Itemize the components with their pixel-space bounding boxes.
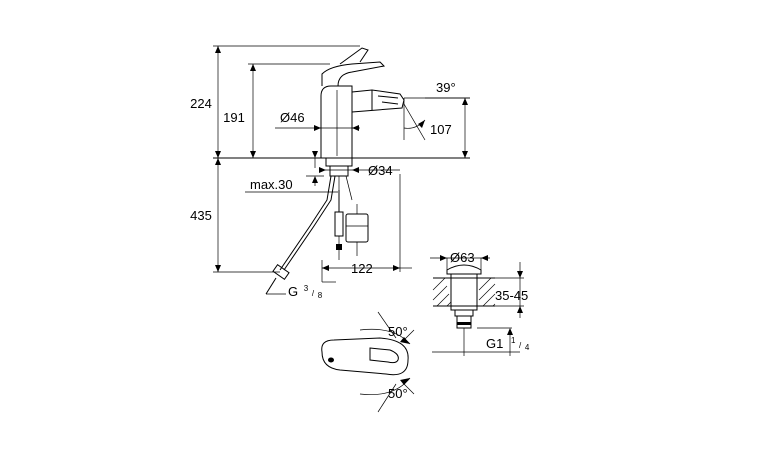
dim-label-g-three-eighths: G 3 / 8: [288, 279, 323, 300]
dimension-lines-left: [213, 45, 412, 295]
dim-label-122: 122: [351, 261, 373, 276]
dim-label-max-30: max.30: [250, 177, 293, 192]
hoses-assembly: [265, 175, 369, 295]
dim-label-angle-50-top: 50°: [388, 324, 408, 339]
faucet-side-view: [213, 47, 470, 190]
dimension-lines-right: [403, 97, 470, 158]
dim-label-diameter-34: Ø34: [368, 163, 393, 178]
dim-label-diameter-63: Ø63: [450, 250, 475, 265]
dim-label-107: 107: [430, 122, 452, 137]
counter-hatching: [432, 277, 496, 307]
dim-label-diameter-46: Ø46: [280, 110, 305, 125]
dim-label-435: 435: [190, 208, 212, 223]
dim-label-angle-39: 39°: [436, 80, 456, 95]
dim-label-191: 191: [223, 110, 245, 125]
waste-fitting: [430, 255, 524, 356]
dim-label-35-45: 35-45: [495, 288, 528, 303]
dim-label-224: 224: [190, 96, 212, 111]
dim-label-angle-50-bottom: 50°: [388, 386, 408, 401]
faucet-top-view: [321, 311, 415, 413]
dim-label-g1-quarter: G1 1 / 4: [486, 331, 530, 352]
